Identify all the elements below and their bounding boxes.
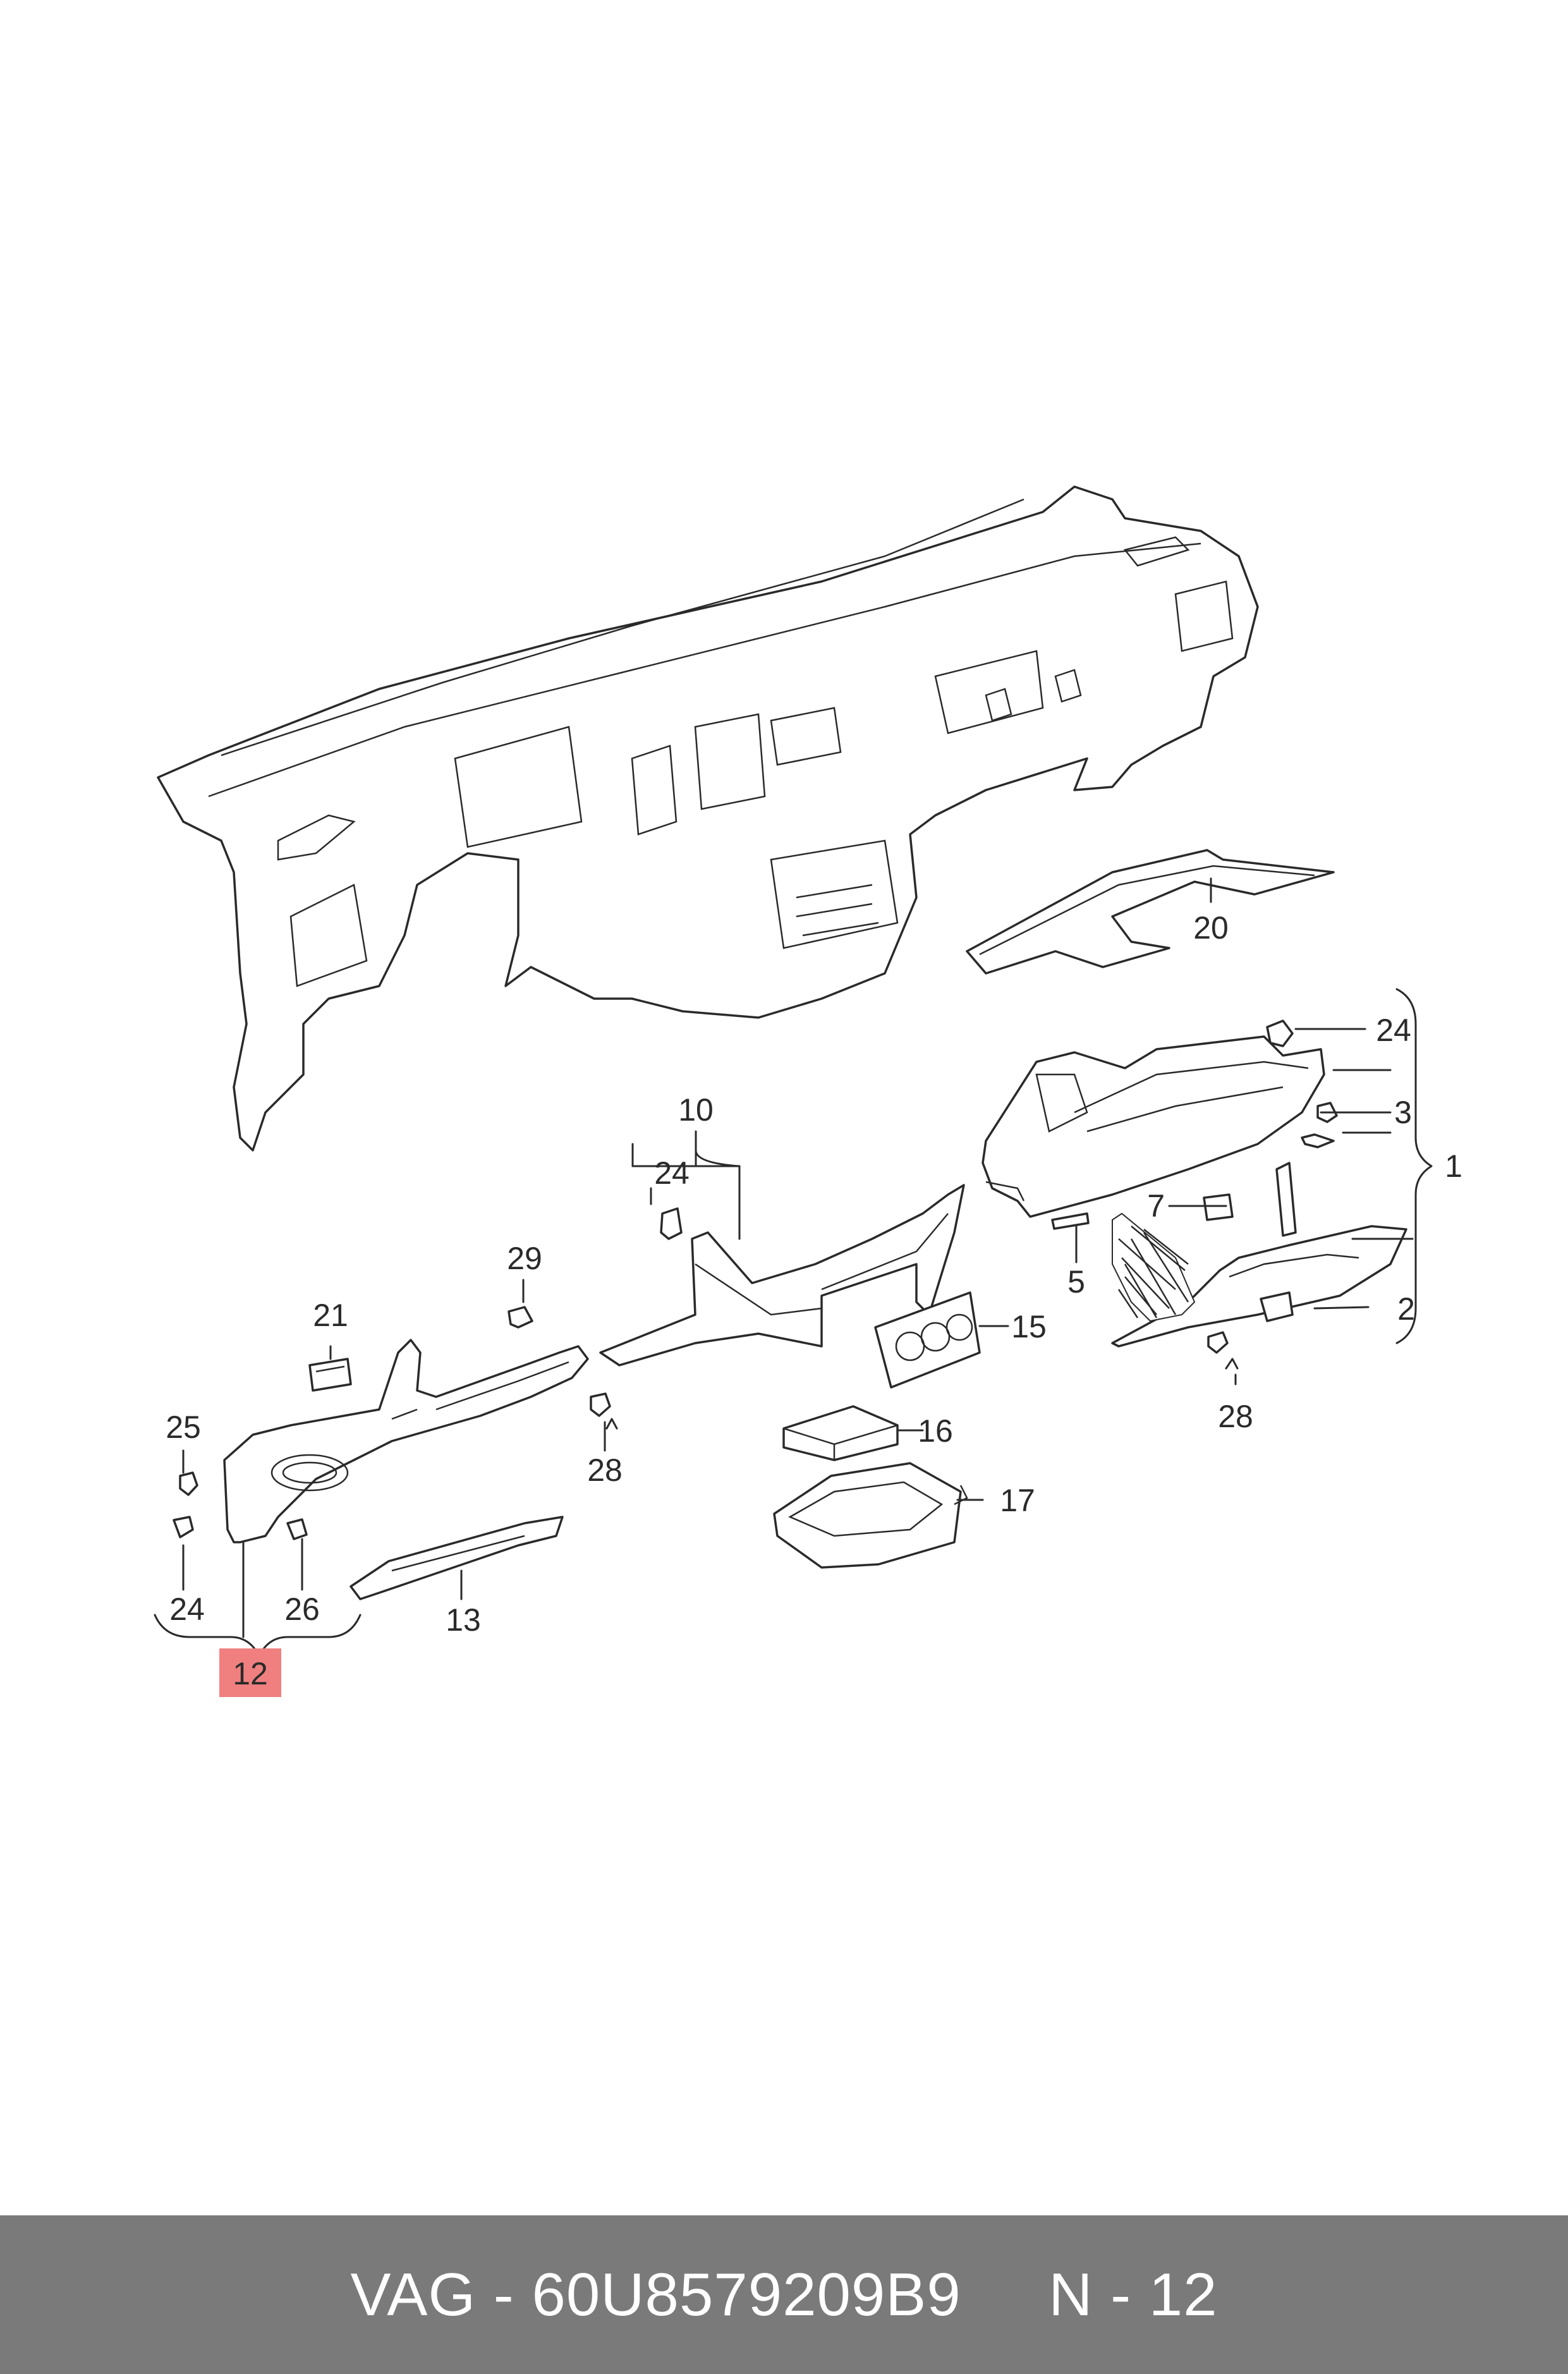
dashboard-frame	[157, 485, 1259, 1152]
highlight-box-12	[219, 1648, 281, 1697]
callout-24-left: 24	[169, 1592, 205, 1627]
callout-3: 3	[1394, 1095, 1412, 1130]
footer-part-number: VAG - 60U8579209B9 N - 12	[350, 2260, 1218, 2328]
callout-16: 16	[918, 1413, 953, 1449]
callout-29: 29	[507, 1241, 542, 1276]
callout-2: 2	[1397, 1291, 1415, 1327]
callout-25: 25	[166, 1409, 201, 1445]
callout-12: 12	[233, 1656, 268, 1691]
part-20-bracket	[966, 849, 1335, 975]
callout-28-right: 28	[1218, 1399, 1253, 1434]
part-17-tray	[773, 1462, 968, 1569]
part-10-center-trim	[599, 1184, 965, 1367]
callouts: 20 24 3 1 7 5 2 28 10 24 15 16 17 29 28 …	[166, 910, 1462, 1691]
callout-26: 26	[284, 1592, 320, 1627]
callout-24-center: 24	[654, 1155, 690, 1191]
callout-1: 1	[1445, 1148, 1462, 1184]
callout-15: 15	[1011, 1309, 1047, 1344]
callout-13: 13	[446, 1602, 481, 1638]
part-1-glovebox-assembly	[982, 1020, 1407, 1370]
callout-17: 17	[1000, 1483, 1035, 1518]
part-12-left-trim	[173, 1306, 618, 1600]
callout-21: 21	[313, 1298, 348, 1333]
parts-diagram: 20 24 3 1 7 5 2 28 10 24 15 16 17 29 28 …	[154, 485, 1462, 1697]
callout-10: 10	[678, 1092, 714, 1128]
footer-bar: VAG - 60U8579209B9 N - 12	[0, 2215, 1568, 2374]
callout-5: 5	[1067, 1264, 1085, 1300]
part-16-module	[782, 1405, 899, 1461]
callout-20: 20	[1193, 910, 1229, 946]
callout-24-right: 24	[1376, 1013, 1411, 1048]
callout-28-left: 28	[587, 1452, 623, 1488]
callout-7: 7	[1147, 1188, 1165, 1224]
part-15-bezel	[874, 1291, 981, 1389]
